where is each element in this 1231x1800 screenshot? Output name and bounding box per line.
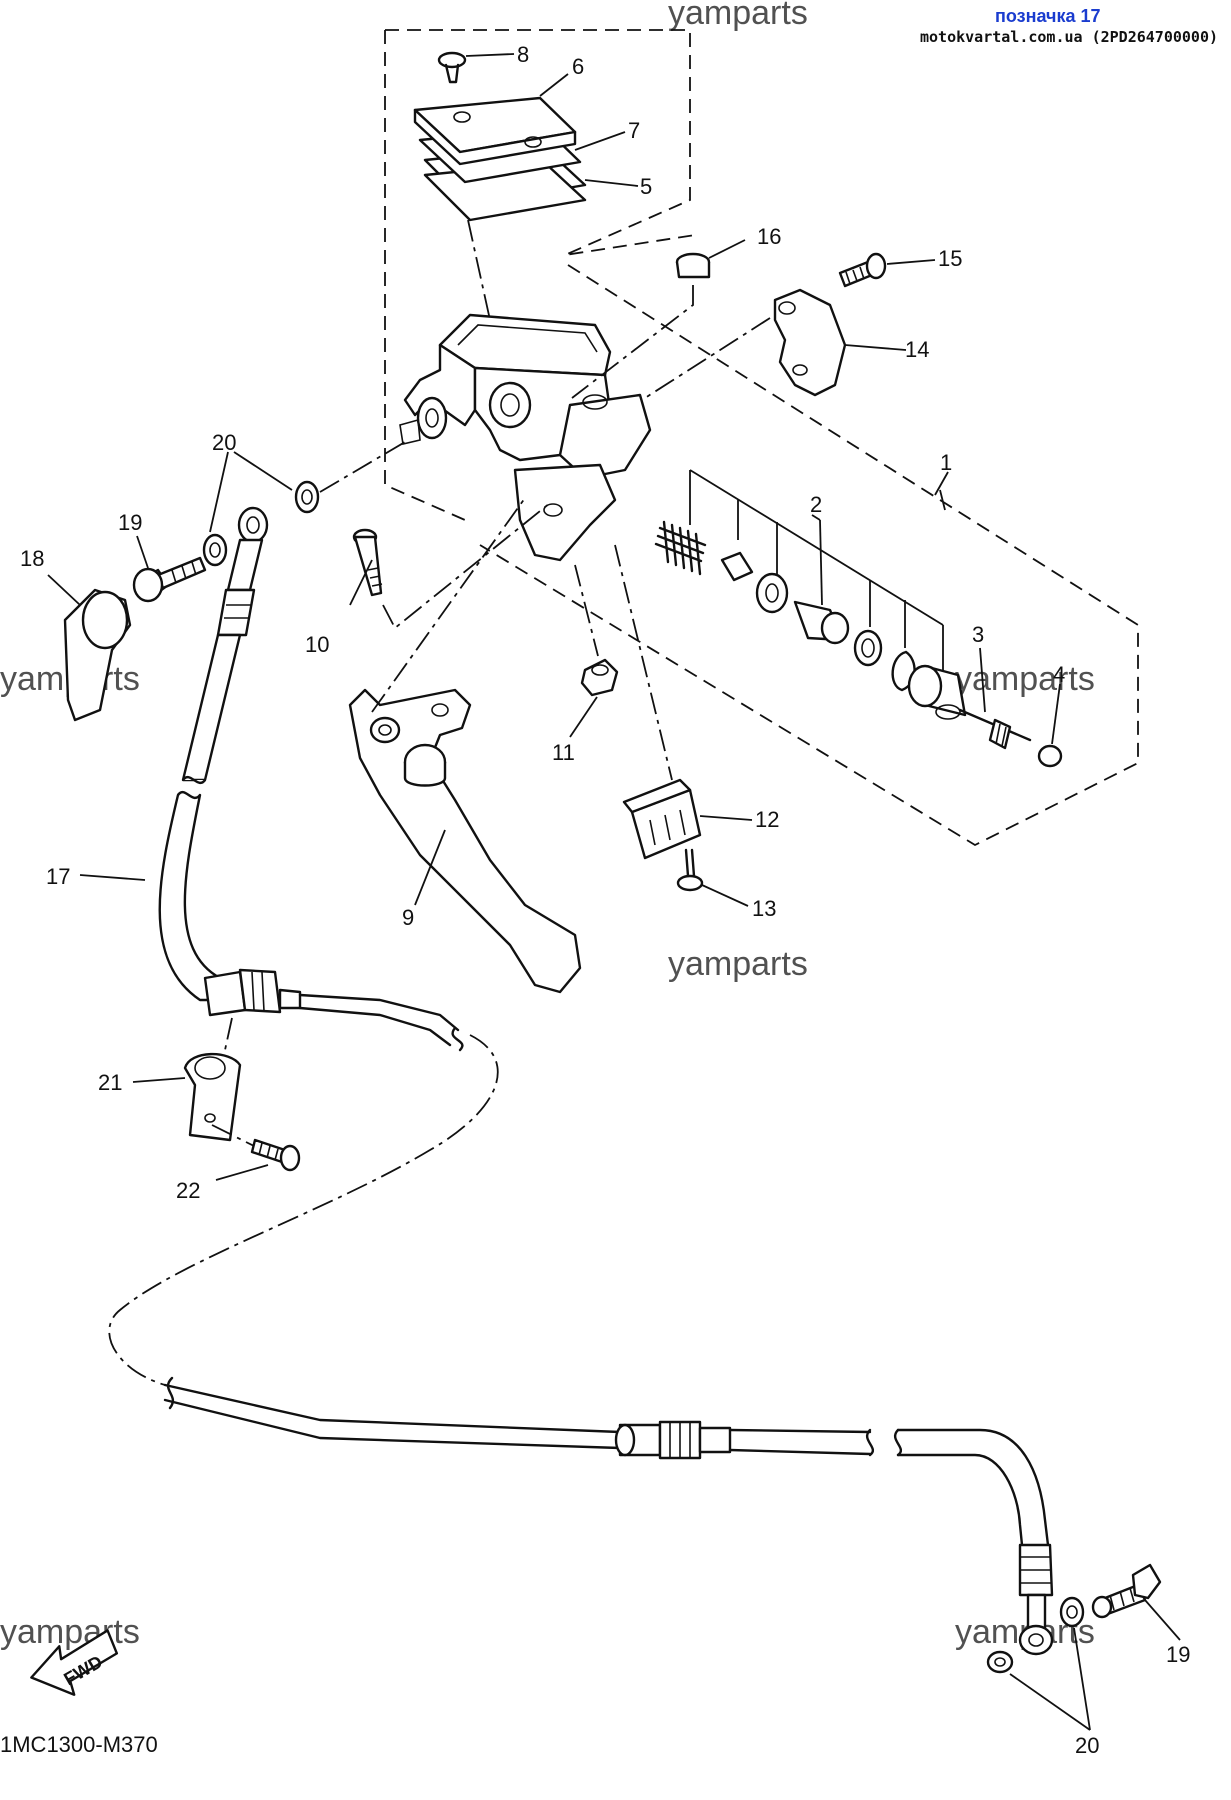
callout-9: 9 [402,905,414,930]
washer-20-lower-a [986,1650,1014,1674]
nut-11 [580,658,619,697]
callout-12: 12 [755,807,779,832]
kit-group-outline [479,264,1139,847]
callout-11: 11 [552,740,575,765]
header-label: позначка 17 [995,6,1101,26]
clutch-hose-17-line [298,1006,452,1047]
hose-clamp-21 [183,1052,242,1142]
washer-20-upper-b [202,533,228,567]
master-cylinder-group-outline [384,30,466,521]
callout-3: 3 [972,622,984,647]
callout-20: 20 [212,430,236,455]
reservoir-cap-6 [413,96,577,166]
callout-6: 6 [572,54,584,79]
banjo-bolt-19-upper [132,556,207,603]
callout-19: 19 [118,510,142,535]
bolt-10 [352,528,383,597]
callout-4: 4 [1053,662,1065,687]
hose-route [108,1034,499,1386]
callout-18: 18 [20,546,44,571]
callout-19: 19 [1166,1642,1190,1667]
bolt-15 [838,252,887,288]
clutch-hose-17-line [298,993,460,1032]
screw-8 [437,51,515,84]
callout-13: 13 [752,896,776,921]
callout-1: 1 [940,450,952,475]
callout-14: 14 [905,337,929,362]
clutch-hose-17-lower [163,1376,1054,1656]
nut-4 [1037,744,1063,768]
washer-20-lower-b [1059,1596,1085,1628]
bracket-14 [773,288,847,397]
switch-12 [622,778,702,860]
header-source: motokvartal.com.ua (2PD264700000) [920,28,1218,46]
diagram-code: 1MC1300-M370 [0,1732,158,1757]
callout-8: 8 [517,42,529,67]
callout-21: 21 [98,1070,122,1095]
callout-22: 22 [176,1178,200,1203]
cover-18 [63,588,132,722]
callout-10: 10 [305,632,329,657]
callout-7: 7 [628,118,640,143]
callout-2: 2 [810,492,822,517]
callout-15: 15 [938,246,962,271]
watermark: yamparts [0,1613,140,1651]
watermark: yamparts [955,660,1095,698]
callout-20: 20 [1075,1733,1099,1758]
master-cylinder-body [399,313,652,562]
reservoir-group-outline [385,29,696,256]
pushrod-3 [958,708,1032,750]
callout-16: 16 [757,224,781,249]
watermark: yamparts [668,0,808,32]
cap-16 [675,252,711,279]
bolt-22 [250,1138,301,1172]
piston-kit-parts [654,469,967,720]
callout-5: 5 [640,174,652,199]
clutch-lever-9 [348,688,582,994]
watermark: yamparts [668,945,808,983]
washer-20-upper-a [294,480,320,514]
callout-17: 17 [46,864,70,889]
clutch-hose-17 [158,506,302,1017]
banjo-bolt-19-lower [1091,1563,1162,1619]
screw-13 [676,848,704,892]
